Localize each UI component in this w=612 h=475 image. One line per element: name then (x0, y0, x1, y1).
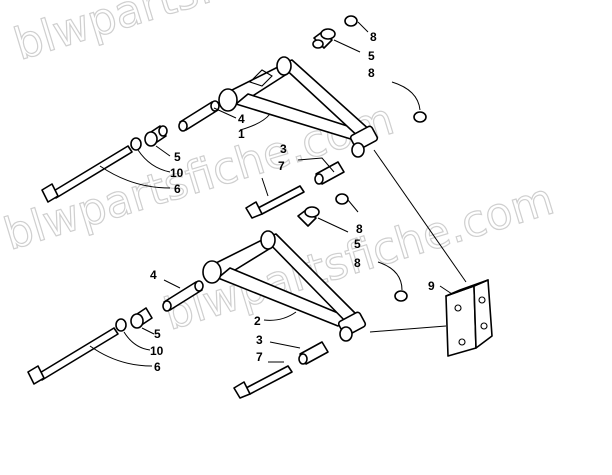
upper-left-pivot-pin (144, 125, 168, 147)
callout-upper-spacer: 3 (280, 142, 287, 156)
callout-upper-pin-top: 5 (368, 49, 375, 63)
callout-lower-long-bolt: 6 (154, 360, 161, 374)
callout-upper-nut-top: 8 (370, 30, 377, 44)
callout-upper-bushing: 4 (238, 112, 245, 126)
upper-a-arm-assembly (41, 15, 427, 219)
lower-long-bolt (27, 327, 119, 385)
upper-washer (130, 137, 142, 151)
upper-a-arm (218, 56, 379, 158)
callout-upper-arm: 1 (238, 127, 245, 141)
upper-top-nut (344, 15, 358, 27)
lower-washer (115, 318, 127, 332)
callout-upper-nut-right: 8 (368, 66, 375, 80)
callout-bracket: 9 (428, 279, 435, 293)
lower-pivot-pin (297, 206, 320, 227)
callout-lower-arm: 2 (254, 314, 261, 328)
callout-lower-short-bolt: 7 (256, 350, 263, 364)
upper-pivot-pin (312, 28, 336, 49)
callout-lower-nut-right: 8 (354, 256, 361, 270)
callout-upper-long-bolt: 6 (174, 182, 181, 196)
lower-spacer (298, 341, 329, 365)
lower-connector-line (369, 325, 447, 333)
lower-a-arm-assembly (27, 193, 408, 399)
callout-lower-bushing: 4 (150, 268, 157, 282)
lower-short-bolt (233, 365, 293, 399)
watermark-upper: blwpartsfiche.com (8, 0, 409, 71)
upper-connector-line (373, 149, 467, 283)
lower-top-nut (335, 193, 349, 205)
callout-upper-left-pin: 5 (174, 150, 181, 164)
upper-spacer (314, 161, 345, 185)
callout-lower-spacer: 3 (256, 333, 263, 347)
upper-long-bolt (41, 145, 133, 203)
callout-labels: 8 5 8 4 1 3 7 5 10 6 8 5 8 4 2 5 10 6 3 … (150, 30, 435, 374)
upper-short-bolt (245, 185, 305, 219)
callout-lower-left-pin: 5 (154, 327, 161, 341)
callout-upper-short-bolt: 7 (278, 159, 285, 173)
upper-bushing (178, 100, 220, 132)
lower-bushing (162, 280, 204, 312)
callout-lower-washer: 10 (150, 344, 164, 358)
lower-right-nut (394, 290, 408, 302)
mounting-bracket (439, 279, 493, 357)
upper-right-nut (413, 111, 427, 123)
callout-lower-nut-top: 8 (356, 222, 363, 236)
lower-a-arm (202, 230, 367, 342)
lower-left-pivot-pin (130, 307, 153, 329)
callout-lower-pin-top: 5 (354, 237, 361, 251)
callout-upper-washer: 10 (170, 166, 184, 180)
